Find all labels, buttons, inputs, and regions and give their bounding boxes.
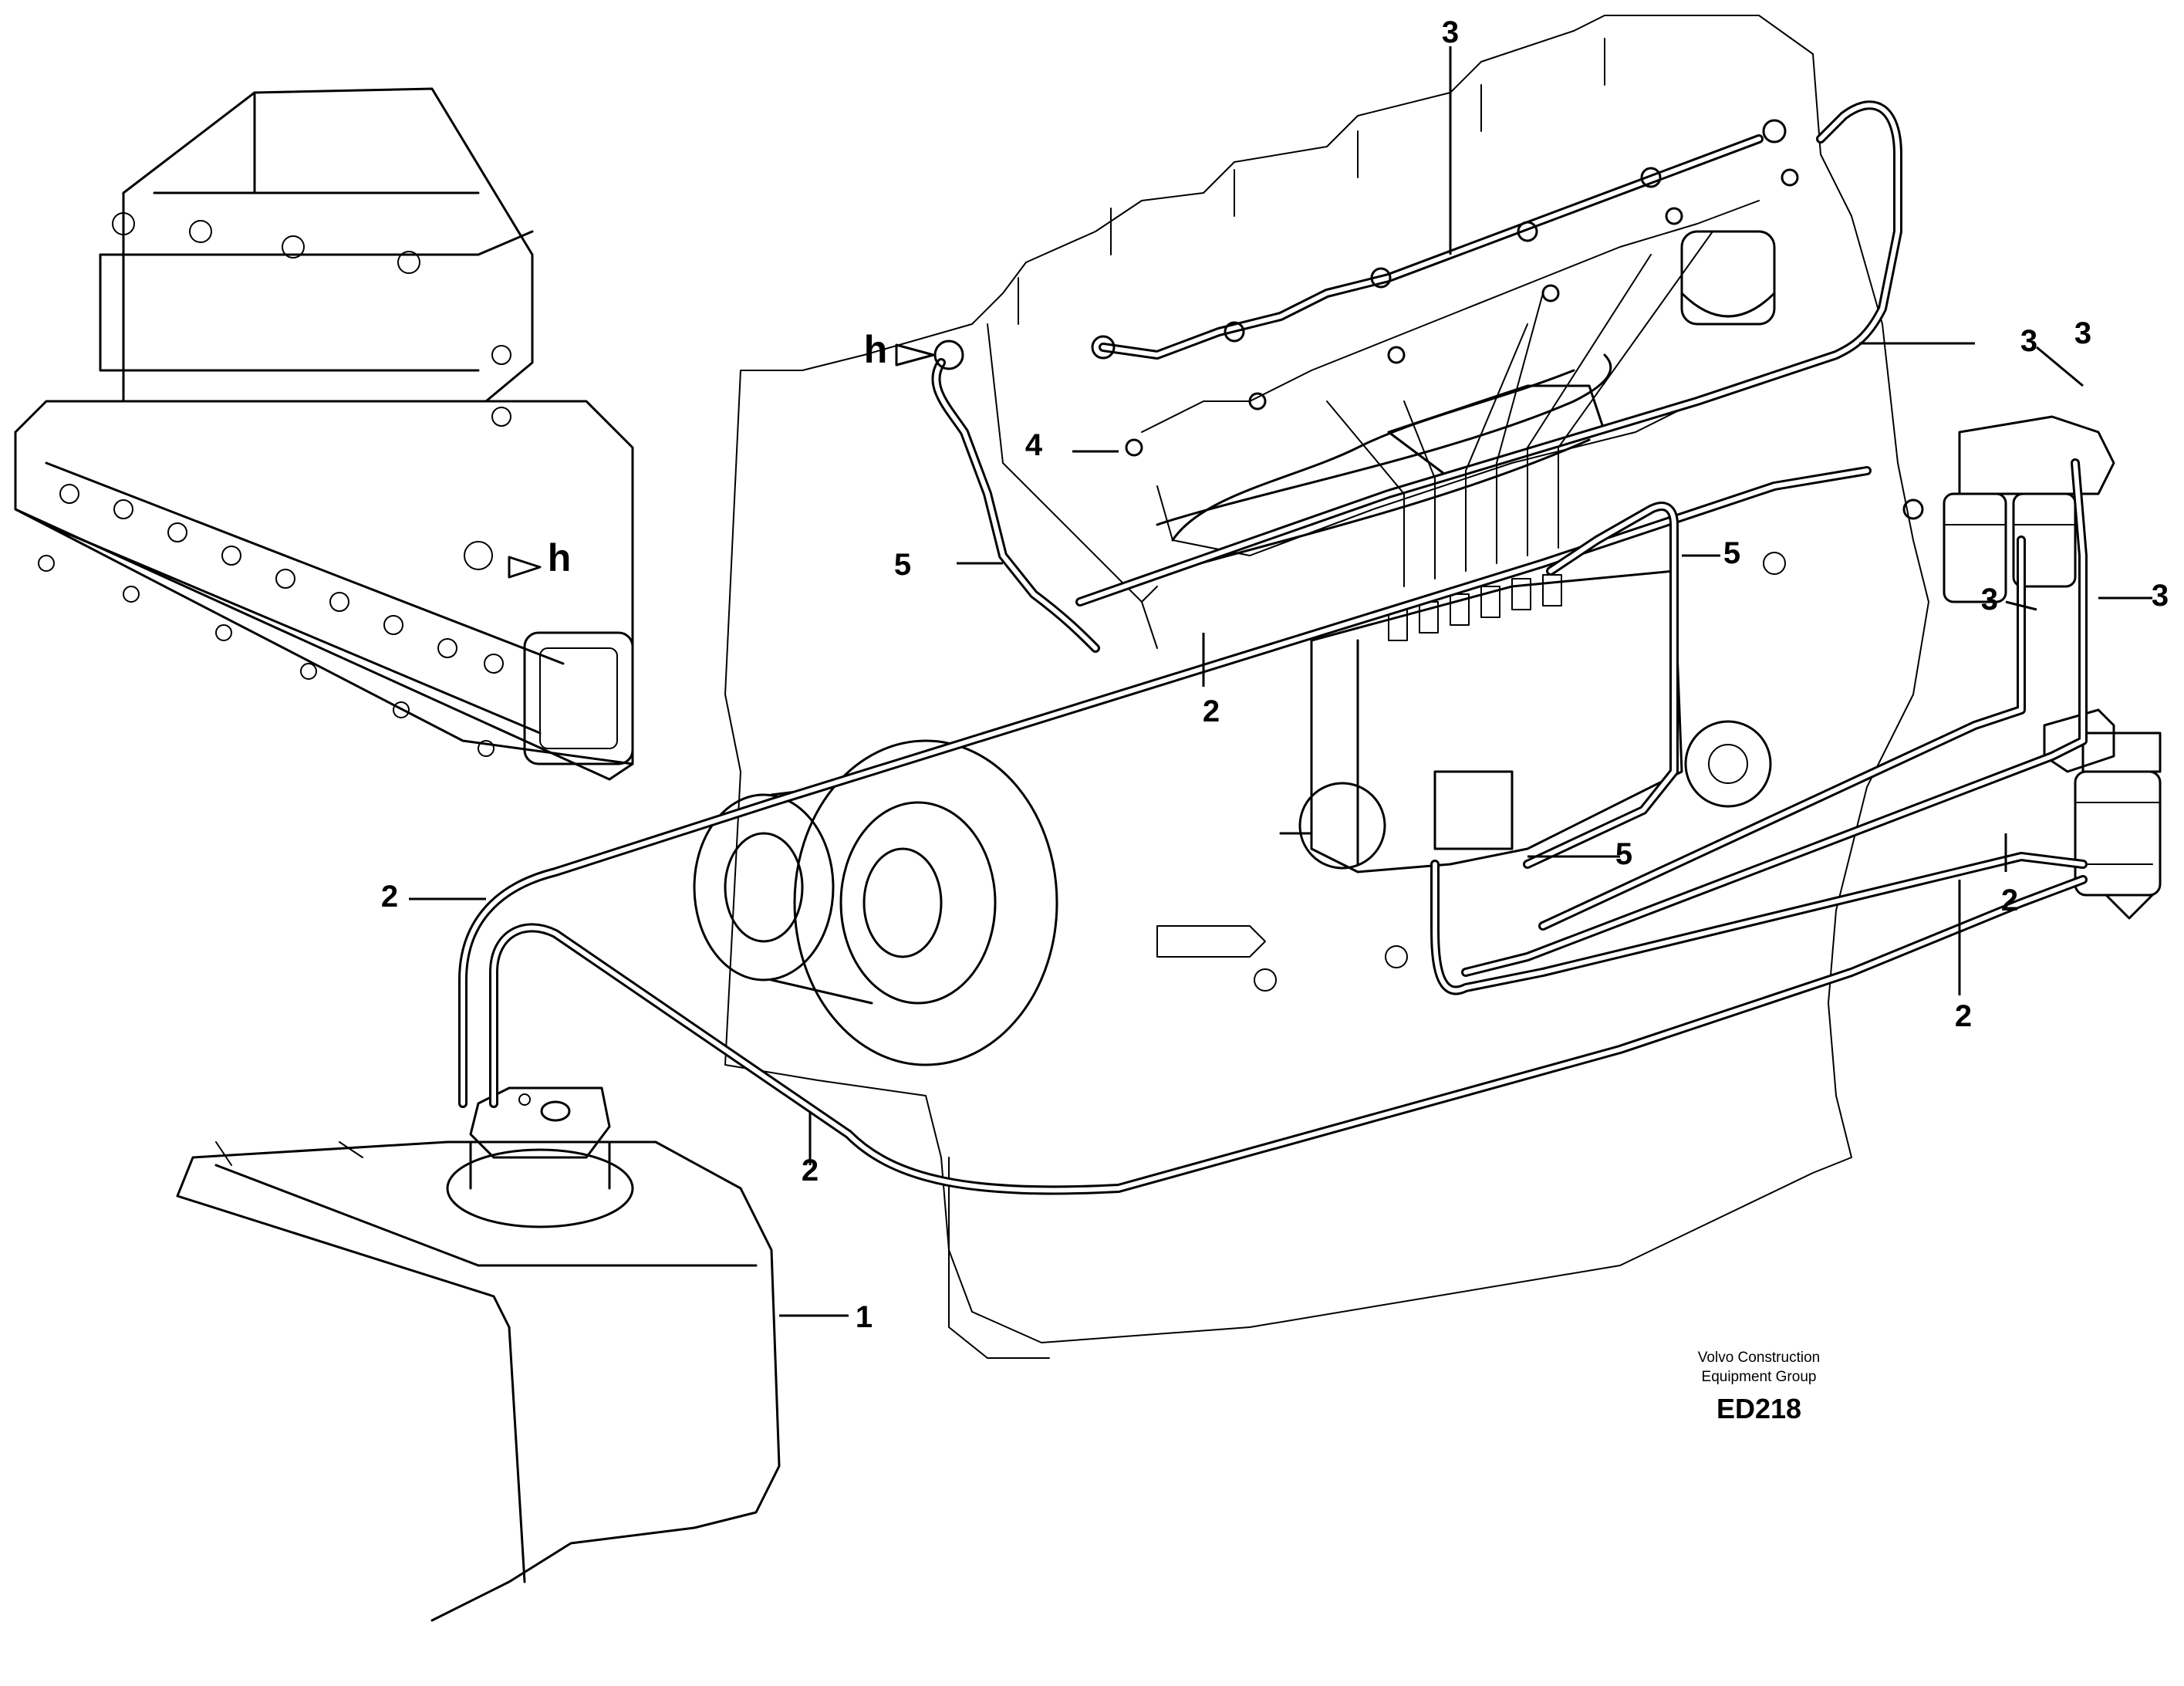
callout-2-center: 2 [1203, 694, 1220, 728]
caption-line-2: Equipment Group [1702, 1369, 1817, 1385]
cylinder-head-drawing [987, 323, 1158, 649]
callout-2-left: 2 [381, 880, 398, 914]
callout-3-filter: 3 [2074, 316, 2091, 350]
callout-3-top: 3 [1442, 15, 1459, 49]
callout-2-right-lower: 2 [1955, 999, 1972, 1033]
callout-3-right: 3 [2152, 579, 2169, 613]
injection-pump-drawing [1279, 569, 1683, 873]
fuel-tank-drawing [176, 1086, 781, 1622]
inset-cylinder-head-drawing [14, 87, 634, 781]
callout-5-pump: 5 [1615, 837, 1632, 871]
water-separator-drawing [2043, 708, 2162, 920]
pulley-drawing [693, 739, 1058, 1066]
fuel-pipes [458, 100, 2088, 1195]
caption-code: ED218 [1716, 1393, 1801, 1424]
callout-h-inset: h [548, 536, 572, 579]
engine-drawing [724, 15, 1929, 1359]
leader-lines [409, 46, 2152, 1317]
callout-3-right-lower: 3 [1981, 583, 1998, 617]
callout-5-right: 5 [1723, 536, 1740, 570]
callout-2-bottom: 2 [802, 1154, 819, 1188]
callout-2-right: 2 [2001, 884, 2018, 917]
injector-lines [933, 119, 1799, 587]
caption-line-1: Volvo Construction [1698, 1350, 1820, 1366]
fuel-filter-pair-drawing [1902, 415, 2115, 603]
callout-3-right-upper: 3 [2020, 324, 2037, 358]
callout-1: 1 [856, 1300, 873, 1334]
callout-4: 4 [1025, 428, 1043, 462]
manifold-drawing [1156, 353, 1612, 573]
callout-h-engine: h [864, 328, 888, 371]
callout-5-left: 5 [894, 548, 911, 582]
